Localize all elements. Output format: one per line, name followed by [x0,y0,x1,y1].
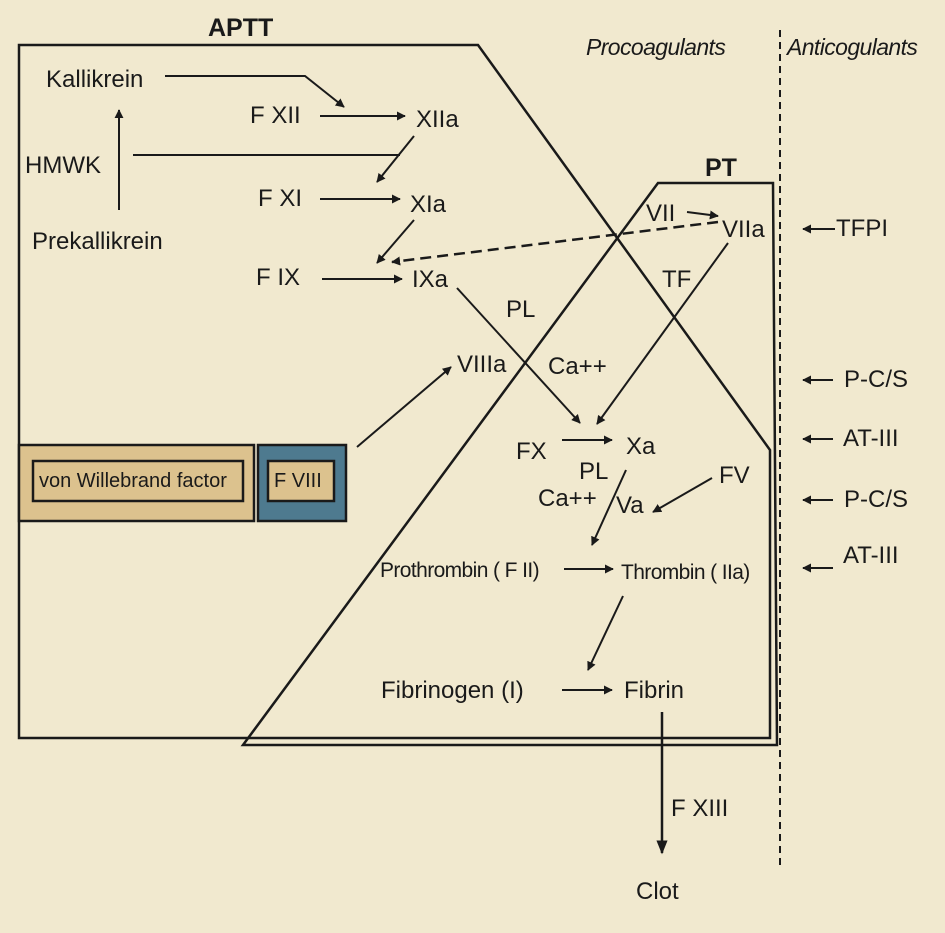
fx-label: FX [516,438,547,465]
va-label: Va [616,492,644,519]
aptt-label: APTT [208,14,274,42]
thrombin-label: Thrombin ( IIa) [621,561,750,584]
vwf-outer-box [17,443,256,523]
kallikrein-label: Kallikrein [46,66,144,93]
vwf-label: von Willebrand factor [39,470,227,492]
arrow-xa-to-thrombin [591,469,627,546]
xia-label: XIa [410,191,447,218]
fibrinogen-label: Fibrinogen (I) [381,677,524,704]
at3-label-2: AT-III [843,542,899,569]
ca-label-1: Ca++ [548,353,607,380]
arrow-xia-to-ixa [376,219,415,264]
aptt-region-outline [17,43,772,740]
fxi-label: F XI [258,185,303,212]
fv-label: FV [719,462,750,489]
procoagulants-header: Procoagulants [586,34,726,60]
ca-label-2: Ca++ [538,485,597,512]
arrow-ixa-to-xa [456,287,581,424]
xiia-label: XIIa [416,106,459,133]
arrow-thrombin-to-fibrin [587,595,624,671]
ixa-label: IXa [412,266,449,293]
fix-label: F IX [256,264,301,291]
arrow-viia-to-xa [596,242,729,425]
fxii-label: F XII [250,102,301,129]
arrow-fviii-to-viiia [356,366,452,448]
fxiii-label: F XIII [671,795,729,822]
fibrin-label: Fibrin [624,677,685,704]
at3-label-1: AT-III [843,425,899,452]
arrow-kallikrein-to-xii [165,75,345,108]
pl-label-1: PL [506,296,536,323]
viia-label: VIIa [722,216,765,243]
arrow-viia-to-ixa-dashed [391,220,719,266]
fviii-inner-box [266,459,336,503]
pt-label: PT [705,154,737,182]
pt-region-outline [240,181,779,747]
viiia-label: VIIIa [457,351,507,378]
pl-label-2: PL [579,458,609,485]
pcs-label-1: P-C/S [844,366,909,393]
arrow-vii-to-viia [686,210,719,220]
arrow-xiia-to-xia [376,135,415,183]
prothrombin-label: Prothrombin ( F II) [380,559,540,582]
tfpi-label: TFPI [836,215,888,242]
arrow-fv-to-va [652,477,713,513]
prekallikrein-label: Prekallikrein [32,228,163,255]
anticoagulants-header: Anticogulants [787,34,918,60]
pcs-label-2: P-C/S [844,486,909,513]
vii-label: VII [646,200,676,227]
hmwk-label: HMWK [25,152,101,179]
xa-label: Xa [626,433,656,460]
clot-label: Clot [636,878,679,905]
tf-label: TF [662,266,692,293]
fviii-label: F VIII [274,470,322,492]
vwf-inner-box [31,459,245,503]
